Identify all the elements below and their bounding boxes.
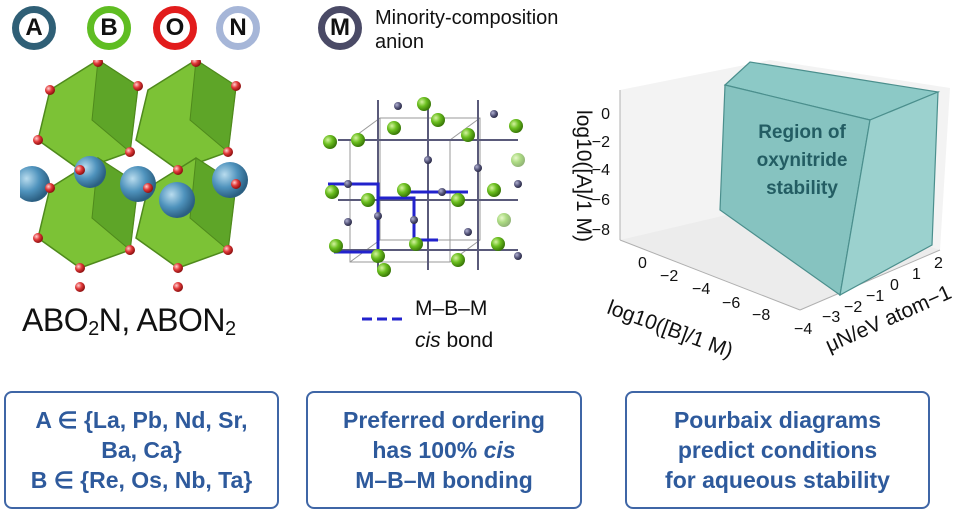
z-tick-3: −6 <box>592 192 610 209</box>
z-tick-1: −2 <box>592 134 610 151</box>
legend-badge-o: O <box>153 6 197 50</box>
minority-anion-atoms <box>344 102 522 260</box>
legend-letter-o: O <box>165 14 185 41</box>
composition-line-1: A ∈ {La, Pb, Nd, Sr, <box>35 407 248 433</box>
z-tick-4: −8 <box>592 222 610 239</box>
stability-3d-plot: 0 −2 −4 −6 −8 0 −2 −4 −6 −8 −4 −3 −2 −1 … <box>592 60 950 338</box>
legend-letter-n: N <box>229 14 247 41</box>
composition-box: A ∈ {La, Pb, Nd, Sr, Ba, Ca} B ∈ {Re, Os… <box>4 391 279 509</box>
ordering-line-3: M–B–M bonding <box>355 467 533 493</box>
legend-letter-m: M <box>330 14 350 41</box>
anion-ordering-illustration <box>323 97 525 277</box>
legend-letter-b: B <box>100 14 118 41</box>
stability-region <box>719 61 941 297</box>
z-tick-2: −4 <box>592 162 610 179</box>
perovskite-structure-illustration <box>20 60 248 292</box>
cis-bond-legend-line1: M–B–M <box>415 297 488 320</box>
a-site-cations <box>20 156 248 218</box>
composition-line-2: Ba, Ca} <box>101 437 182 463</box>
legend-letter-a: A <box>25 14 43 41</box>
y-axis-ticks: −4 −3 −2 −1 0 1 2 <box>794 255 943 338</box>
x-axis-ticks: 0 −2 −4 −6 −8 <box>638 255 770 324</box>
pourbaix-line-3: for aqueous stability <box>665 467 890 493</box>
y-tick-2: −2 <box>844 299 862 316</box>
b-site-atoms <box>323 97 525 277</box>
legend-badge-m: M <box>318 6 362 50</box>
pourbaix-line-2: predict conditions <box>677 437 878 463</box>
z-tick-0: 0 <box>601 106 610 123</box>
ordering-line-2: has 100% cis <box>372 437 516 463</box>
x-tick-2: −4 <box>692 281 710 298</box>
y-tick-6: 2 <box>934 255 943 272</box>
ordering-box: Preferred ordering has 100% cis M–B–M bo… <box>306 391 582 509</box>
cis-bond-legend-label: M–B–M cis bond <box>415 293 493 357</box>
y-tick-4: 0 <box>890 277 899 294</box>
composition-line-3: B ∈ {Re, Os, Nb, Ta} <box>30 467 253 493</box>
legend-badge-n: N <box>216 6 260 50</box>
y-tick-5: 1 <box>912 266 921 283</box>
z-axis-title: log10([A]/1 M) <box>571 110 595 242</box>
x-tick-1: −2 <box>660 268 678 285</box>
pourbaix-box: Pourbaix diagrams predict conditions for… <box>625 391 930 509</box>
cis-bond-legend-line <box>362 317 406 321</box>
structure-formula: ABO2N, ABON2 <box>22 302 236 340</box>
cis-bond-path <box>328 182 468 254</box>
z-axis-ticks: 0 −2 −4 −6 −8 <box>592 106 610 239</box>
legend-badge-a: A <box>12 6 56 50</box>
anion-sites <box>33 60 241 292</box>
cis-bond-legend-line2: cis bond <box>415 329 494 352</box>
x-tick-0: 0 <box>638 255 647 272</box>
x-tick-3: −6 <box>722 295 740 312</box>
x-tick-4: −8 <box>752 307 770 324</box>
legend-badge-b: B <box>87 6 131 50</box>
ordering-line-1: Preferred ordering <box>343 407 545 433</box>
y-tick-1: −3 <box>822 309 840 326</box>
y-tick-0: −4 <box>794 321 812 338</box>
y-tick-3: −1 <box>866 288 884 305</box>
minority-anion-label: Minority-composition anion <box>375 7 559 53</box>
octahedra <box>37 60 237 269</box>
region-label: Region of oxynitride stability <box>756 122 848 199</box>
pourbaix-line-1: Pourbaix diagrams <box>673 407 882 433</box>
